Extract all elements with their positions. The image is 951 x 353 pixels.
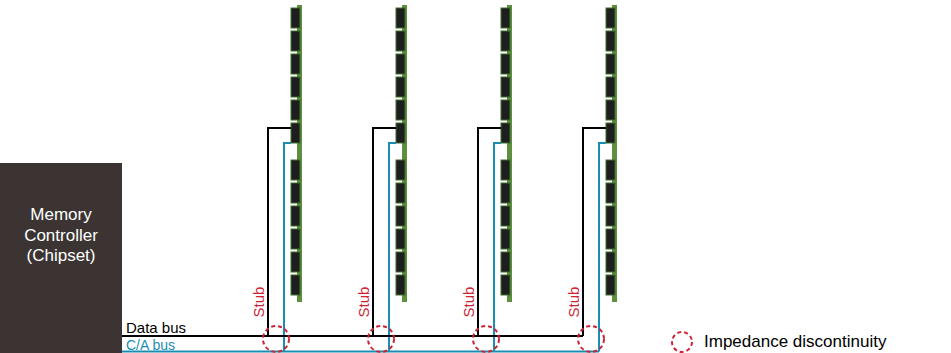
dram-chip	[291, 229, 300, 249]
stub-wires	[268, 128, 606, 352]
dram-chip	[606, 275, 615, 295]
legend-swatch	[668, 330, 698, 353]
dram-chip	[501, 54, 510, 74]
dram-chip	[396, 54, 405, 74]
dram-chip	[501, 77, 510, 97]
discontinuity-circle	[263, 326, 289, 352]
dimm-module	[291, 5, 302, 302]
dram-chip	[396, 160, 405, 180]
discontinuity-circle	[578, 326, 604, 352]
controller-box: Memory Controller (Chipset)	[0, 163, 122, 353]
data-stub	[373, 128, 396, 336]
dram-chip	[606, 183, 615, 203]
dram-chip	[501, 31, 510, 51]
bus-label: Data bus	[126, 320, 186, 335]
ca-stub	[599, 143, 606, 352]
data-stub	[268, 128, 291, 336]
dram-chip	[396, 100, 405, 120]
dram-chip	[291, 206, 300, 226]
dram-chip	[606, 123, 615, 143]
dram-chip	[396, 31, 405, 51]
dram-chip	[396, 77, 405, 97]
dram-chip	[606, 31, 615, 51]
dram-chip	[291, 252, 300, 272]
data-bus-line	[122, 335, 583, 337]
stub-label: Stub	[251, 287, 266, 318]
dram-chip	[396, 183, 405, 203]
dram-chip	[501, 229, 510, 249]
dram-chip	[291, 123, 300, 143]
discontinuity-marks	[263, 326, 604, 352]
dram-chip	[396, 252, 405, 272]
dram-chip	[291, 77, 300, 97]
ca-stub	[284, 143, 291, 352]
legend-text: Impedance discontinuity	[704, 332, 886, 352]
dimm-module	[606, 5, 617, 302]
dram-chip	[291, 8, 300, 28]
ca-bus-line	[122, 351, 599, 353]
dram-chip	[501, 275, 510, 295]
stub-label: Stub	[566, 287, 581, 318]
dram-chip	[396, 123, 405, 143]
dram-chip	[606, 160, 615, 180]
dram-chip	[606, 100, 615, 120]
bus-label: C/A bus	[126, 338, 175, 352]
dram-chip	[501, 183, 510, 203]
dimm-module	[396, 5, 407, 302]
discontinuity-circle	[473, 326, 499, 352]
dram-chip	[291, 275, 300, 295]
dram-chip	[501, 8, 510, 28]
dram-chip	[606, 8, 615, 28]
dram-chip	[396, 206, 405, 226]
dram-chip	[396, 229, 405, 249]
dram-chip	[291, 100, 300, 120]
dram-chip	[501, 252, 510, 272]
dram-chip	[501, 206, 510, 226]
stub-label: Stub	[461, 287, 476, 318]
discontinuity-circle	[368, 326, 394, 352]
dram-chip	[501, 100, 510, 120]
dram-chip	[396, 275, 405, 295]
dram-chip	[606, 229, 615, 249]
dram-chip	[606, 77, 615, 97]
dram-chip	[291, 54, 300, 74]
dram-chip	[606, 252, 615, 272]
dram-chip	[291, 160, 300, 180]
data-stub	[478, 128, 501, 336]
stub-label: Stub	[356, 287, 371, 318]
dram-chip	[501, 123, 510, 143]
ca-stub	[494, 143, 501, 352]
dram-chip	[606, 54, 615, 74]
data-stub	[583, 128, 606, 336]
dram-chip	[606, 206, 615, 226]
ca-stub	[389, 143, 396, 352]
dram-chip	[291, 31, 300, 51]
dimm-modules	[291, 5, 617, 302]
legend-entry: Impedance discontinuity	[668, 330, 886, 353]
dram-chip	[291, 183, 300, 203]
dram-chip	[396, 8, 405, 28]
dimm-module	[501, 5, 512, 302]
controller-label: Memory Controller (Chipset)	[8, 205, 114, 266]
dram-chip	[501, 160, 510, 180]
